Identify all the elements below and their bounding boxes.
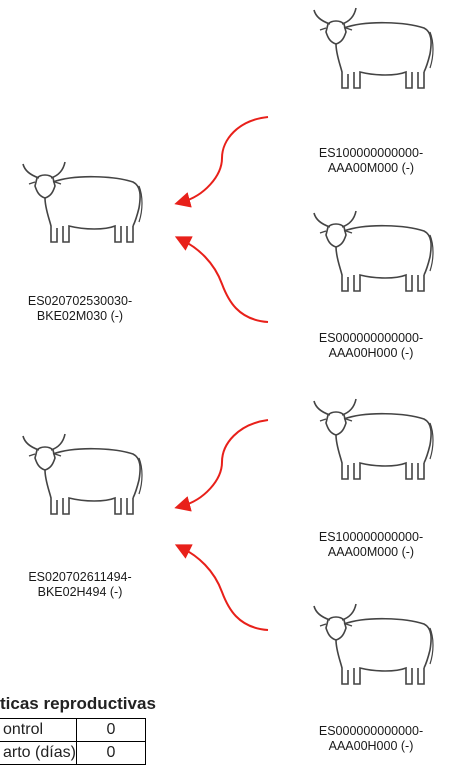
maternal-grandsire-id-line1: ES100000000000- xyxy=(318,530,424,544)
reproductive-stats-table: ontrol 0 arto (días) 0 xyxy=(0,718,146,765)
stats-value: 0 xyxy=(75,718,146,742)
maternal-granddam-card[interactable]: ES000000000000- AAA00H000 (-) xyxy=(296,598,446,754)
reproductive-stats-title: ticas reproductivas xyxy=(0,694,156,713)
maternal-grandsire-card[interactable]: ES100000000000- AAA00M000 (-) xyxy=(296,393,446,560)
curved-arrow-icon xyxy=(174,116,269,208)
stats-label: ontrol xyxy=(0,718,77,742)
sire-card[interactable]: ES020702530030- BKE02M030 (-) xyxy=(0,156,160,324)
maternal-granddam-id-line1: ES000000000000- xyxy=(318,724,424,738)
stats-value: 0 xyxy=(75,741,146,765)
paternal-grandsire-id-line2: AAA00M000 (-) xyxy=(327,161,415,175)
dam-id-line2: BKE02H494 (-) xyxy=(37,585,123,599)
paternal-grandsire-card[interactable]: ES100000000000- AAA00M000 (-) xyxy=(296,2,446,176)
paternal-granddam-id-line2: AAA00H000 (-) xyxy=(328,346,414,360)
sire-id-line1: ES020702530030- xyxy=(27,294,133,308)
curved-arrow-icon xyxy=(174,236,269,323)
maternal-granddam-id-line2: AAA00H000 (-) xyxy=(328,739,414,753)
paternal-grandsire-id-line1: ES100000000000- xyxy=(318,146,424,160)
table-row: arto (días) 0 xyxy=(0,741,146,765)
maternal-grandsire-id-line2: AAA00M000 (-) xyxy=(327,545,415,559)
paternal-granddam-card[interactable]: ES000000000000- AAA00H000 (-) xyxy=(296,205,446,361)
curved-arrow-icon xyxy=(174,544,269,631)
dam-card[interactable]: ES020702611494- BKE02H494 (-) xyxy=(0,428,160,600)
sire-id-line2: BKE02M030 (-) xyxy=(36,309,124,323)
paternal-granddam-id-line1: ES000000000000- xyxy=(318,331,424,345)
curved-arrow-icon xyxy=(174,419,269,512)
dam-id-line1: ES020702611494- xyxy=(28,570,132,584)
table-row: ontrol 0 xyxy=(0,718,146,742)
stats-label: arto (días) xyxy=(0,741,77,765)
